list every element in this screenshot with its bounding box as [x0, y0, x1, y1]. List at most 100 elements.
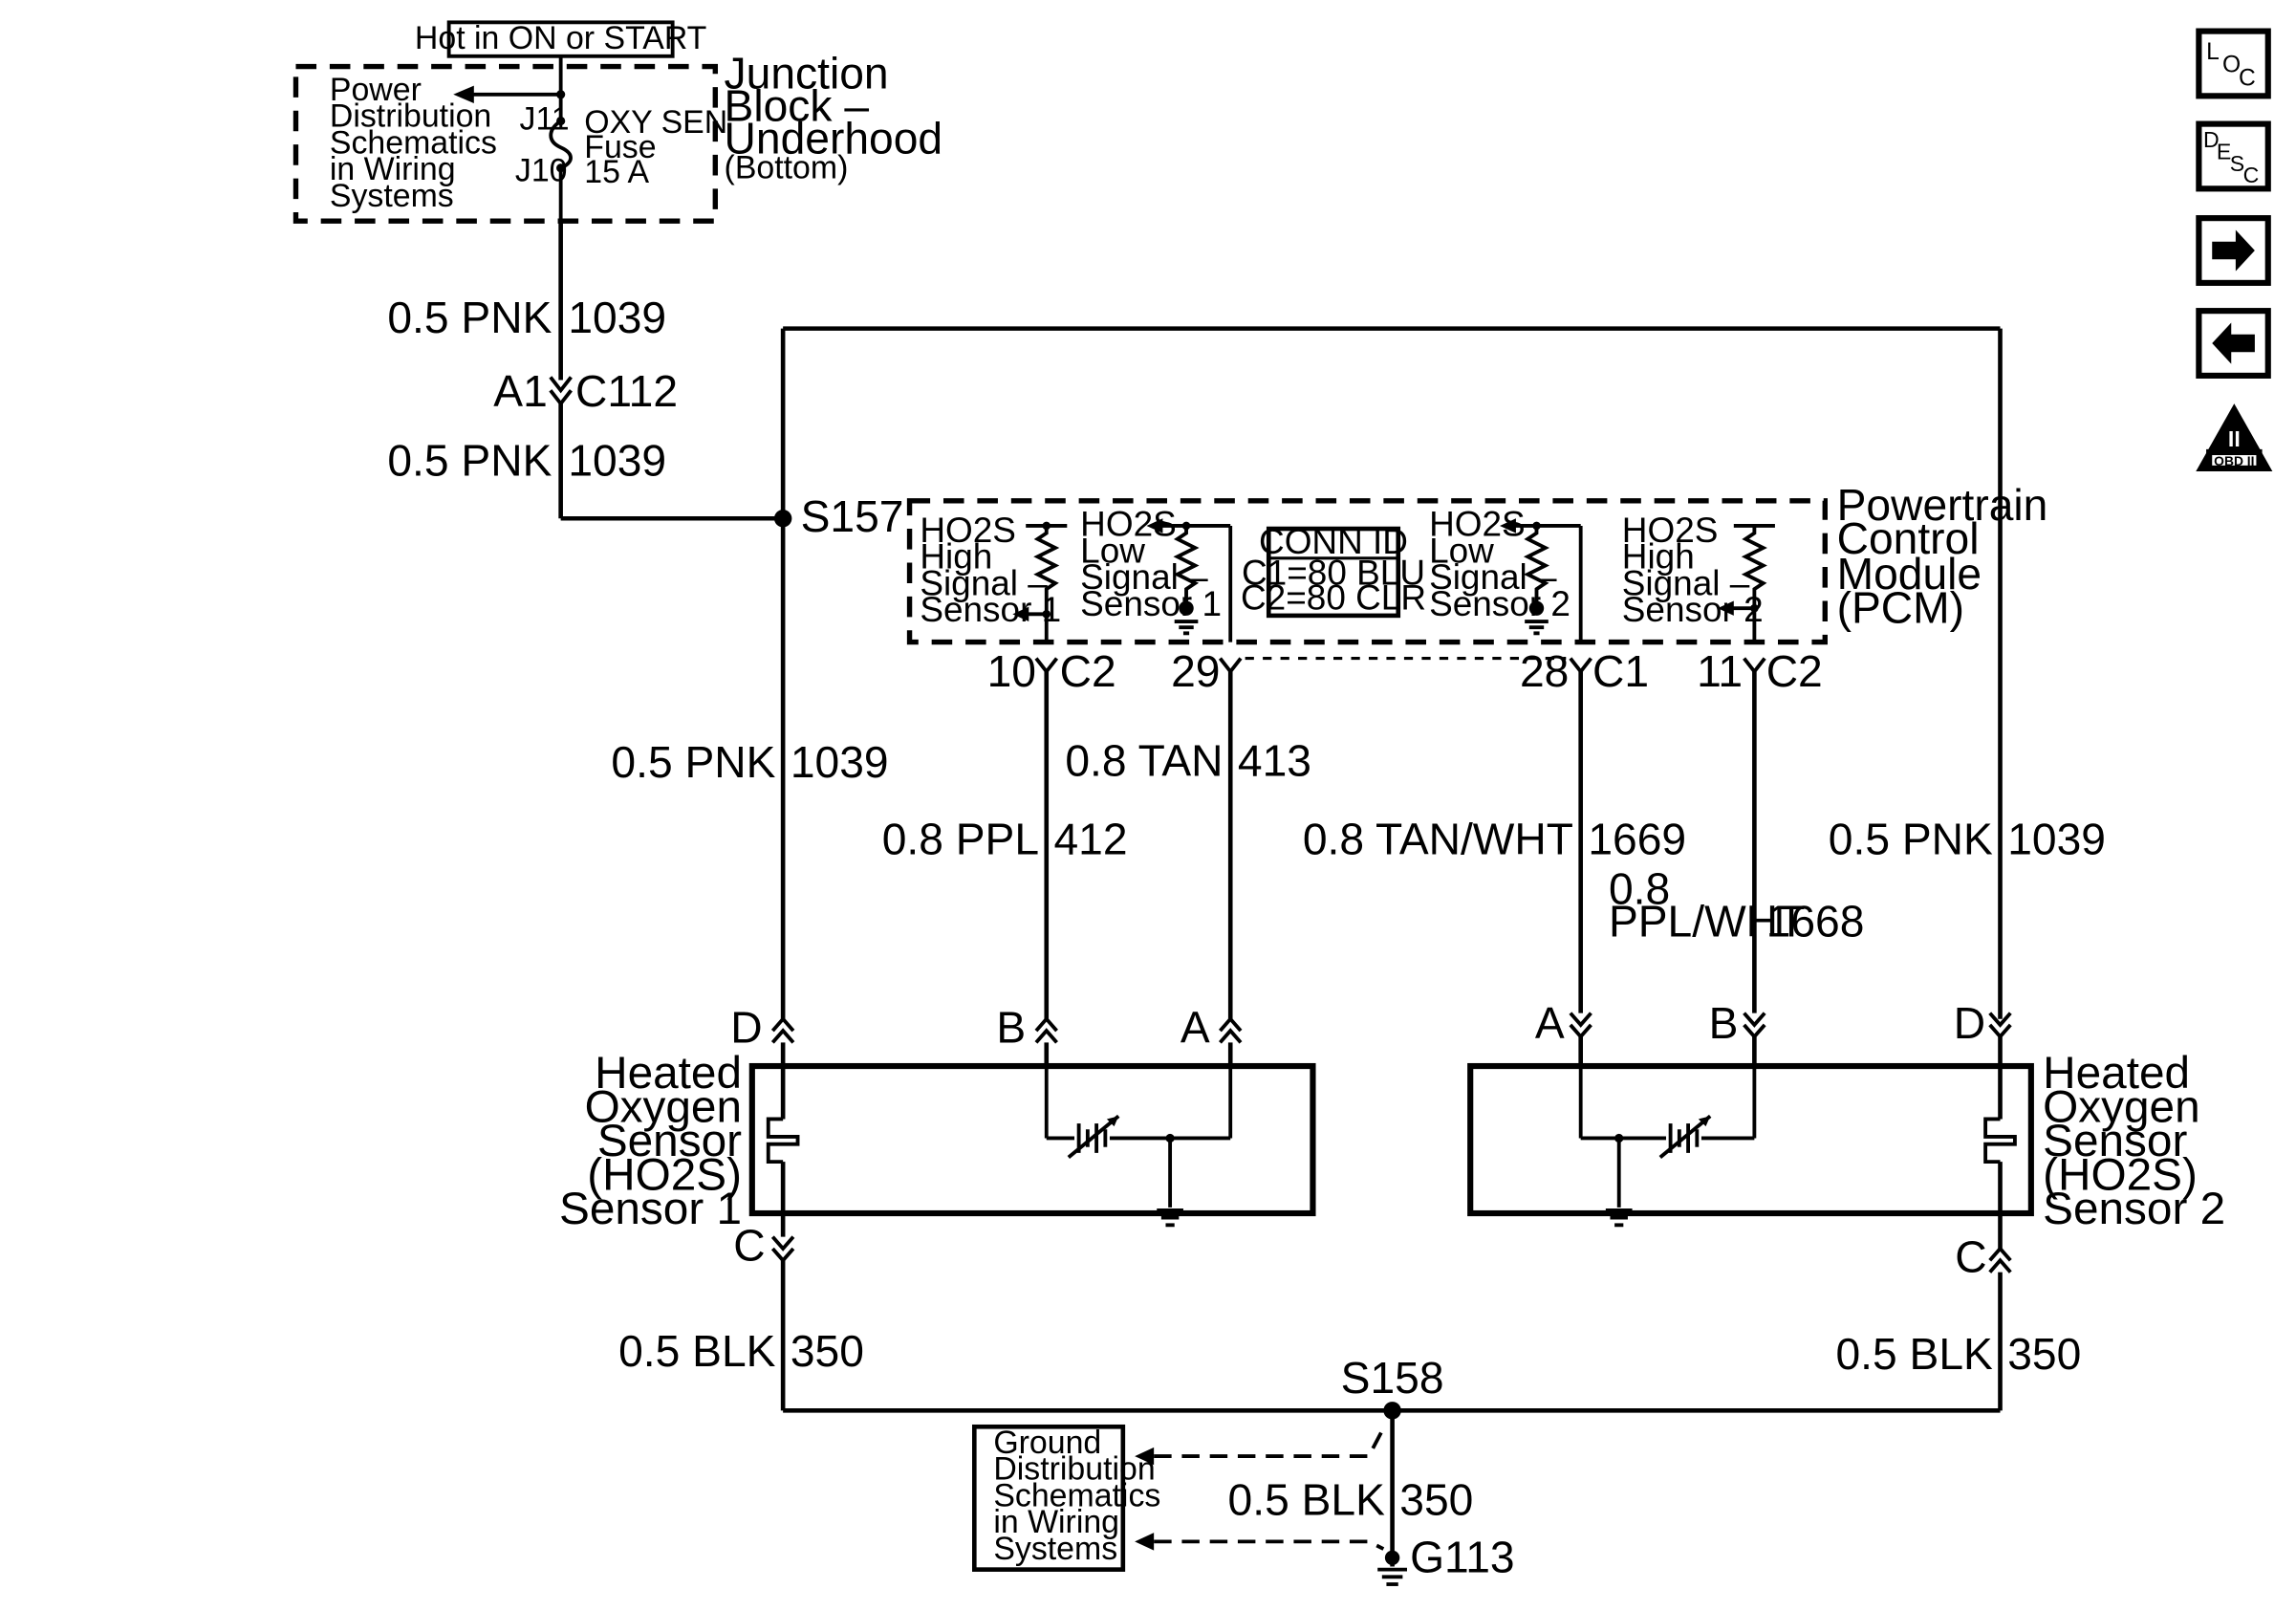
power-dist-ref-line: Distribution [330, 98, 491, 135]
svg-text:Sensor 2: Sensor 2 [1622, 590, 1764, 629]
svg-text:Signal –: Signal – [1622, 563, 1750, 602]
desc-button[interactable]: D E S C [2196, 120, 2271, 192]
sensor-1-title: (HO2S) [587, 1149, 742, 1200]
svg-text:HO2S: HO2S [920, 511, 1016, 550]
pin-label: B [1709, 998, 1739, 1048]
arrow-left-icon [453, 85, 474, 104]
wire-circuit: 350 [1399, 1475, 1473, 1525]
svg-text:in Wiring: in Wiring [993, 1504, 1119, 1540]
wire-circuit: 413 [1238, 736, 1311, 786]
junction-block-subtitle: (Bottom) [725, 150, 849, 186]
arrow-left-icon [1012, 606, 1029, 622]
svg-text:OBD II: OBD II [2214, 453, 2254, 468]
svg-text:HO2S: HO2S [1429, 505, 1526, 544]
svg-text:S: S [2230, 151, 2244, 176]
svg-text:29: 29 [1171, 646, 1220, 696]
pin-label: C [1955, 1232, 1986, 1282]
variable-cell-icon [1658, 1114, 1712, 1159]
ground-g113-label: G113 [1410, 1533, 1515, 1582]
sensor-1-title: Sensor 1 [559, 1184, 742, 1234]
wire-circuit: 412 [1053, 814, 1127, 863]
svg-text:Signal –: Signal – [1080, 557, 1208, 597]
svg-text:O: O [2222, 53, 2241, 78]
wire-size-color: 0.8 TAN [1065, 736, 1223, 786]
feed-wire-1039 [549, 221, 784, 521]
pcm-pin-28: 28 C1 [1520, 646, 1649, 696]
power-dist-ref-line: Power [330, 72, 422, 108]
svg-text:D: D [2203, 127, 2220, 152]
resistor-icon [1173, 525, 1200, 604]
wire-circuit: 1039 [791, 737, 889, 787]
arrow-left-icon [1135, 1533, 1155, 1551]
power-dist-ref-line: Schematics [330, 124, 497, 161]
arrow-left-icon [1499, 518, 1516, 533]
wire-size-color: 0.8 TAN/WHT [1303, 814, 1573, 863]
arrow-left-icon [1717, 600, 1734, 616]
wire-circuit: 350 [791, 1326, 864, 1376]
svg-text:High: High [1622, 537, 1695, 577]
pin-label: A [1180, 1002, 1210, 1052]
j11-label: J11 [520, 101, 570, 138]
splice-s158-label: S158 [1341, 1353, 1444, 1403]
wire-circuit: 350 [2007, 1329, 2081, 1379]
svg-text:Sensor 1: Sensor 1 [1080, 584, 1222, 623]
power-dist-ref-line: Systems [330, 178, 454, 214]
pcm-input-low-sensor-1: HO2S Low Signal – Sensor 1 [1080, 505, 1233, 642]
sensor-2-title: Sensor 2 [2043, 1184, 2225, 1234]
loc-button[interactable]: L O C [2196, 28, 2271, 99]
sensor-2-title: Heated [2043, 1048, 2190, 1099]
wire-size-color: 0.5 BLK [1835, 1329, 1993, 1379]
wire-circuit: 1039 [568, 293, 666, 342]
pcm-title: (PCM) [1837, 583, 1964, 633]
connector-c112: C112 [575, 366, 678, 416]
svg-text:11: 11 [1697, 646, 1743, 696]
wire-circuit: 1668 [1766, 897, 1865, 947]
svg-text:Low: Low [1429, 531, 1494, 570]
pcm-title: Powertrain [1837, 480, 2048, 530]
svg-text:Sensor 2: Sensor 2 [1429, 584, 1570, 623]
ground-icon [1525, 620, 1549, 636]
ground-icon [1157, 1208, 1183, 1228]
wire-size-color: 0.5 BLK [618, 1326, 776, 1376]
sensor-1-title: Sensor [597, 1116, 742, 1166]
svg-text:28: 28 [1520, 646, 1569, 696]
junction-block-title: Block – [725, 81, 870, 131]
wire-circuit: 1039 [568, 436, 666, 486]
wire-circuit: 1669 [1588, 814, 1686, 863]
arrow-left-icon [2212, 322, 2255, 364]
svg-text:C: C [2243, 163, 2260, 187]
fuse-name: Fuse [584, 129, 656, 165]
sensor-2-title: Sensor [2043, 1116, 2187, 1166]
svg-text:Distribution: Distribution [993, 1451, 1155, 1488]
svg-text:C1: C1 [1592, 646, 1649, 696]
svg-text:Schematics: Schematics [993, 1477, 1160, 1513]
fuse-icon [549, 119, 573, 170]
j10-label: J10 [515, 153, 568, 189]
heated-oxygen-sensor-2: A B D C [1467, 998, 2225, 1282]
next-arrow-button[interactable] [2196, 215, 2271, 286]
fuse-name: OXY SEN [584, 104, 727, 141]
pcm-input-high-sensor-1: HO2S High Signal – Sensor 1 [920, 511, 1068, 642]
svg-text:II: II [2228, 426, 2241, 451]
obd-ii-button[interactable]: II OBD II [2196, 403, 2273, 471]
svg-text:Sensor 1: Sensor 1 [920, 590, 1061, 629]
svg-text:CONN ID: CONN ID [1259, 522, 1408, 561]
pin-label: D [730, 1002, 762, 1052]
svg-text:C2: C2 [1060, 646, 1116, 696]
svg-text:C2=80 CLR: C2=80 CLR [1241, 578, 1426, 618]
svg-text:10: 10 [987, 646, 1036, 696]
pcm-title: Control [1837, 513, 1980, 563]
pin-label: A [1535, 998, 1565, 1048]
svg-text:E: E [2217, 140, 2231, 164]
wire-size-color: 0.5 PNK [387, 436, 552, 486]
conn-id-box: CONN ID C1=80 BLU C2=80 CLR [1241, 522, 1426, 619]
svg-text:Low: Low [1080, 531, 1145, 570]
pcm-title: Module [1837, 549, 1982, 599]
previous-arrow-button[interactable] [2196, 308, 2271, 379]
wire-size-color: 0.5 BLK [1228, 1475, 1386, 1525]
signal-wires [1044, 671, 1757, 1019]
resistor-icon [1523, 525, 1550, 604]
variable-cell-icon [1067, 1114, 1120, 1159]
powertrain-control-module: HO2S High Signal – Sensor 1 HO2S Low Sig… [906, 480, 2048, 645]
arrow-left-icon [1146, 518, 1163, 533]
